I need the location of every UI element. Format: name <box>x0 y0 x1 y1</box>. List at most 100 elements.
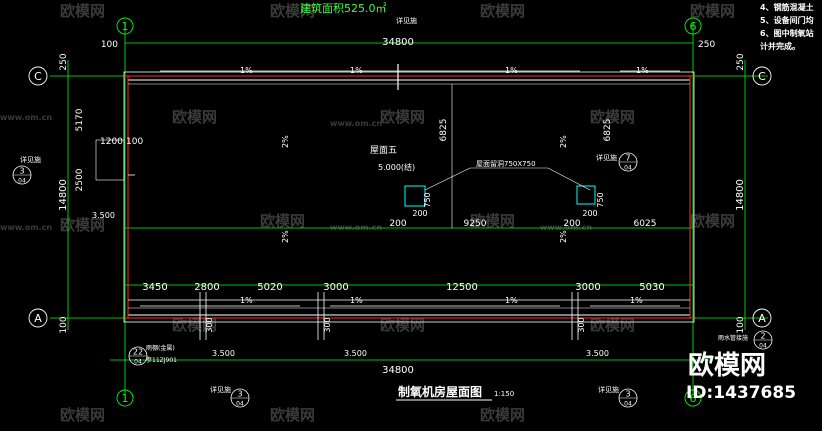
watermark-brand-4: 欧模网 <box>172 108 217 126</box>
watermark-brand-9: 欧模网 <box>470 212 515 230</box>
dim-bottom-chain-1: 2800 <box>194 282 219 293</box>
gutter-label: 雨棚(金属) <box>146 344 175 352</box>
detail-callout-left-sheet: 04 <box>18 178 26 185</box>
dim-bottom-chain-3: 3000 <box>323 282 348 293</box>
dim-bottom-chain-2: 5020 <box>257 282 282 293</box>
dim-mid-200-b: 200 <box>563 219 580 229</box>
watermark-site-0: www.om.cn <box>0 113 52 122</box>
slope-label-2pct-3: 2% <box>559 230 568 243</box>
detail-callout-left-number: 3 <box>19 167 24 176</box>
watermark-brand-0: 欧模网 <box>60 2 105 20</box>
watermark-brand-7: 欧模网 <box>60 216 105 234</box>
slope-label-bottom-1: 1% <box>350 296 363 305</box>
dim-mid-6825-right: 6825 <box>603 119 613 142</box>
watermark-site-2: www.om.cn <box>330 223 382 232</box>
dim-mid-750-a: 750 <box>423 192 432 207</box>
dim-bottom-chain-5: 3000 <box>575 282 600 293</box>
detail-callout-downpipe-sheet: 04 <box>759 343 767 350</box>
watermark-site-1: www.om.cn <box>0 223 52 232</box>
grid-bubble-1-top: 1 <box>122 20 129 33</box>
slope-label-top-2: 1% <box>505 66 518 75</box>
watermark-brand-1: 欧模网 <box>270 2 315 20</box>
dim-mid-200-d: 200 <box>582 209 597 218</box>
grid-bubble-6-top-circle <box>684 17 702 35</box>
elevation-3500-b1: 3.500 <box>212 349 235 358</box>
dim-mid-6825-left: 6825 <box>439 119 449 142</box>
detail-callout-bottom-left-sheet: 04 <box>236 401 244 408</box>
roof-name-label: 屋面五 <box>370 145 397 156</box>
detail-note-top: 详见施 <box>396 16 417 25</box>
slope-label-2pct-2: 2% <box>559 135 568 148</box>
drawing-scale: 1:150 <box>494 390 514 398</box>
grid-bubble-a-right-circle <box>752 308 772 328</box>
watermark-brand-14: 欧模网 <box>60 406 105 424</box>
grid-bubble-1-bottom: 1 <box>122 392 129 405</box>
dim-mid-750-b: 750 <box>596 192 605 207</box>
grid-bubble-a-left-circle <box>28 308 48 328</box>
watermark-site-4: www.om.cn <box>330 119 382 128</box>
dim-mid-6025: 6025 <box>634 219 657 229</box>
grid-bubble-6-bottom-circle <box>684 389 702 407</box>
dim-right-100: 100 <box>736 316 746 333</box>
elevation-3500-left: 3.500 <box>92 211 115 220</box>
dim-top-left-100: 100 <box>101 40 118 50</box>
dim-top-right-250: 250 <box>698 40 715 50</box>
gutter-ref-label: 参11ZJ901 <box>146 356 177 364</box>
dim-parapet-300-a: 300 <box>205 317 214 332</box>
downpipe-label: 雨水管接施 <box>718 334 748 342</box>
building-area-label: 建筑面积525.0㎡ <box>300 1 387 15</box>
grid-bubble-c-left-circle <box>28 66 48 86</box>
watermark-site-3: www.om.cn <box>540 223 592 232</box>
watermark-brand-5: 欧模网 <box>380 108 425 126</box>
roof-hatches <box>404 185 596 207</box>
dim-right-250: 250 <box>736 53 746 70</box>
roof-hatch-label: 屋面留洞750X750 <box>476 159 536 168</box>
grid-bubble-6-bottom: 6 <box>690 392 697 405</box>
dim-bottom-overall: 34800 <box>382 365 414 376</box>
detail-callout-bottom-left-number: 3 <box>237 390 242 399</box>
grid-bubble-1-bottom-circle <box>116 389 134 407</box>
watermark-brand-13: 欧模网 <box>590 316 635 334</box>
grid-bubble-a-right: A <box>758 312 766 325</box>
dim-left-5170: 5170 <box>75 108 85 131</box>
watermark-big-brand: 欧模网 <box>688 350 766 381</box>
elevation-3500-b3: 3.500 <box>586 349 609 358</box>
grid-bubble-c-left: C <box>34 70 42 83</box>
watermark-brand-6: 欧模网 <box>590 108 635 126</box>
dim-bottom-chain-6: 5030 <box>639 282 664 293</box>
watermark-id: ID:1437685 <box>686 383 796 403</box>
detail-callout-bottom-right-sheet: 04 <box>624 401 632 408</box>
detail-note-left: 详见施 <box>20 155 41 164</box>
dim-bottom-chain-4: 12500 <box>446 282 478 293</box>
building-outline <box>95 64 695 340</box>
grid-axes <box>50 22 768 395</box>
slope-label-top-3: 1% <box>636 66 649 75</box>
slope-arrows <box>140 70 680 307</box>
hatch-leaders <box>424 167 591 191</box>
watermark-brand-3: 欧模网 <box>690 2 735 20</box>
detail-callout-gutter-sheet: 04 <box>134 359 142 366</box>
note-line-1: 5、设备间门均 <box>760 15 814 25</box>
dim-top-overall: 34800 <box>382 37 414 48</box>
slope-label-2pct-1: 2% <box>281 230 290 243</box>
note-line-2: 6、图中制氧站 <box>760 28 814 38</box>
dim-left-250: 250 <box>59 53 69 70</box>
watermark-brand-2: 欧模网 <box>480 2 525 20</box>
watermark-brand-12: 欧模网 <box>380 316 425 334</box>
grid-bubble-1-top-circle <box>116 17 134 35</box>
dim-mid-9250: 9250 <box>464 219 487 229</box>
dim-left-2500: 2500 <box>75 168 85 191</box>
dim-mid-200-a: 200 <box>389 219 406 229</box>
grid-bubble-c-right: C <box>758 70 766 83</box>
slope-label-2pct-0: 2% <box>281 135 290 148</box>
detail-callout-downpipe-number: 2 <box>760 332 765 341</box>
dim-left-100b: 100 <box>126 137 143 147</box>
slope-label-bottom-2: 1% <box>505 296 518 305</box>
detail-callout-bottom-right-number: 3 <box>625 390 630 399</box>
detail-callout-gutter-number: 22 <box>133 348 143 357</box>
watermark-brand-10: 欧模网 <box>690 212 735 230</box>
dim-mid-200-c: 200 <box>412 209 427 218</box>
grid-bubble-a-left: A <box>34 312 42 325</box>
note-line-3: 计并完成。 <box>760 41 800 51</box>
